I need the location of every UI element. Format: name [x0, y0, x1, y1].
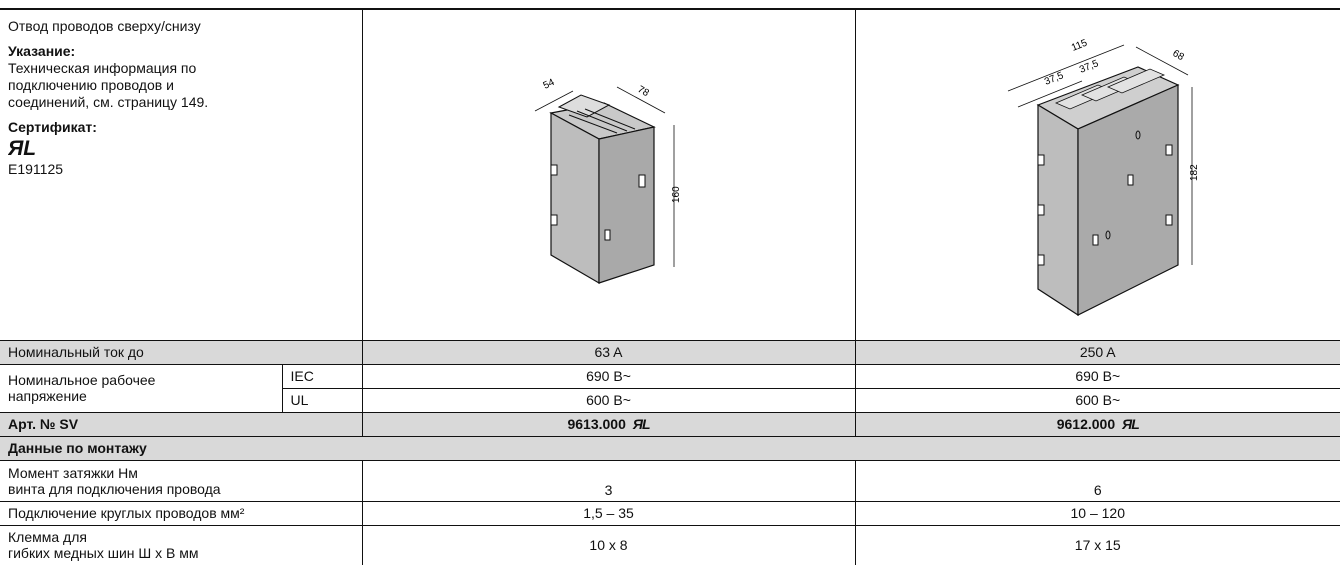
drawing-250a: 115 37,5 37,5 68 182 — [1007, 37, 1200, 316]
torque-250a: 6 — [854, 460, 1340, 502]
article-63a: 9613.000 ЯL — [361, 412, 856, 437]
busbar-label: Клемма для гибких медных шин Ш х В мм — [0, 525, 363, 565]
dim-115: 115 — [1070, 37, 1089, 53]
voltage-iec-63a: 690 В~ — [361, 364, 856, 389]
voltage-ul-tag: UL — [281, 388, 363, 413]
voltage-label: Номинальное рабочее напряжение — [0, 364, 283, 413]
row-rated-current: Номинальный ток до 63 A 250 A — [0, 340, 1340, 365]
rated-current-label: Номинальный ток до — [0, 340, 363, 365]
dim-68: 68 — [1170, 48, 1186, 63]
svg-text:ЯL: ЯL — [8, 138, 36, 158]
cert-number: E191125 — [8, 161, 64, 177]
busbar-250a: 17 x 15 — [854, 525, 1340, 565]
torque-63a: 3 — [361, 460, 856, 502]
row-torque: Момент затяжки Нм винта для подключения … — [0, 460, 1340, 502]
row-round-conductors: Подключение круглых проводов мм² 1,5 – 3… — [0, 501, 1340, 526]
dim-78: 78 — [635, 84, 651, 99]
voltage-iec-250a: 690 В~ — [854, 364, 1340, 389]
ul-logo-icon: ЯL — [7, 137, 354, 161]
ul-mark-icon: ЯL — [632, 416, 651, 432]
mounting-heading: Данные по монтажу — [0, 436, 1340, 461]
torque-label: Момент затяжки Нм винта для подключения … — [0, 460, 363, 502]
dim-37-5-b: 37,5 — [1078, 58, 1101, 76]
drawing-cell-63a: 54 78 160 — [361, 8, 856, 341]
round-conductors-250a: 10 – 120 — [854, 501, 1340, 526]
rated-current-63a: 63 A — [361, 340, 856, 365]
row-article: Арт. № SV 9613.000 ЯL 9612.000 ЯL — [0, 412, 1340, 437]
busbar-63a: 10 x 8 — [361, 525, 856, 565]
voltage-ul-63a: 600 В~ — [361, 388, 856, 413]
row-voltage-iec: Номинальное рабочее напряжение IEC 690 В… — [0, 364, 1340, 413]
article-63a-number: 9613.000 — [567, 416, 626, 432]
article-label: Арт. № SV — [0, 412, 363, 437]
round-conductors-label: Подключение круглых проводов мм² — [0, 501, 363, 526]
spec-table: Отвод проводов сверху/снизу Указание: Те… — [0, 8, 1340, 565]
row-busbar: Клемма для гибких медных шин Ш х В мм 10… — [0, 525, 1340, 565]
note-text: Техническая информация по подключению пр… — [8, 60, 209, 110]
dim-37-5-a: 37,5 — [1043, 70, 1066, 88]
article-250a-number: 9612.000 — [1056, 416, 1116, 432]
dim-54: 54 — [541, 77, 556, 92]
cert-heading: Сертификат: — [8, 119, 97, 135]
article-250a: 9612.000 ЯL — [854, 412, 1340, 437]
dim-160: 160 — [671, 186, 682, 203]
drawing-cell-250a: 115 37,5 37,5 68 182 — [854, 8, 1340, 341]
voltage-ul-250a: 600 В~ — [854, 388, 1340, 413]
note-heading: Указание: — [8, 43, 76, 59]
row-mounting-heading: Данные по монтажу — [0, 436, 1340, 461]
round-conductors-63a: 1,5 – 35 — [361, 501, 856, 526]
rated-current-250a: 250 A — [854, 340, 1340, 365]
dim-182: 182 — [1189, 164, 1200, 181]
intro-title: Отвод проводов сверху/снизу — [8, 18, 201, 34]
drawing-63a: 54 78 160 — [534, 77, 682, 284]
intro-cell: Отвод проводов сверху/снизу Указание: Те… — [0, 8, 363, 341]
drawings-row: Отвод проводов сверху/снизу Указание: Те… — [0, 8, 1340, 341]
voltage-iec-tag: IEC — [281, 364, 363, 389]
ul-mark-icon: ЯL — [1122, 416, 1140, 432]
row-voltage-ul: UL 600 В~ 600 В~ — [0, 388, 1340, 413]
